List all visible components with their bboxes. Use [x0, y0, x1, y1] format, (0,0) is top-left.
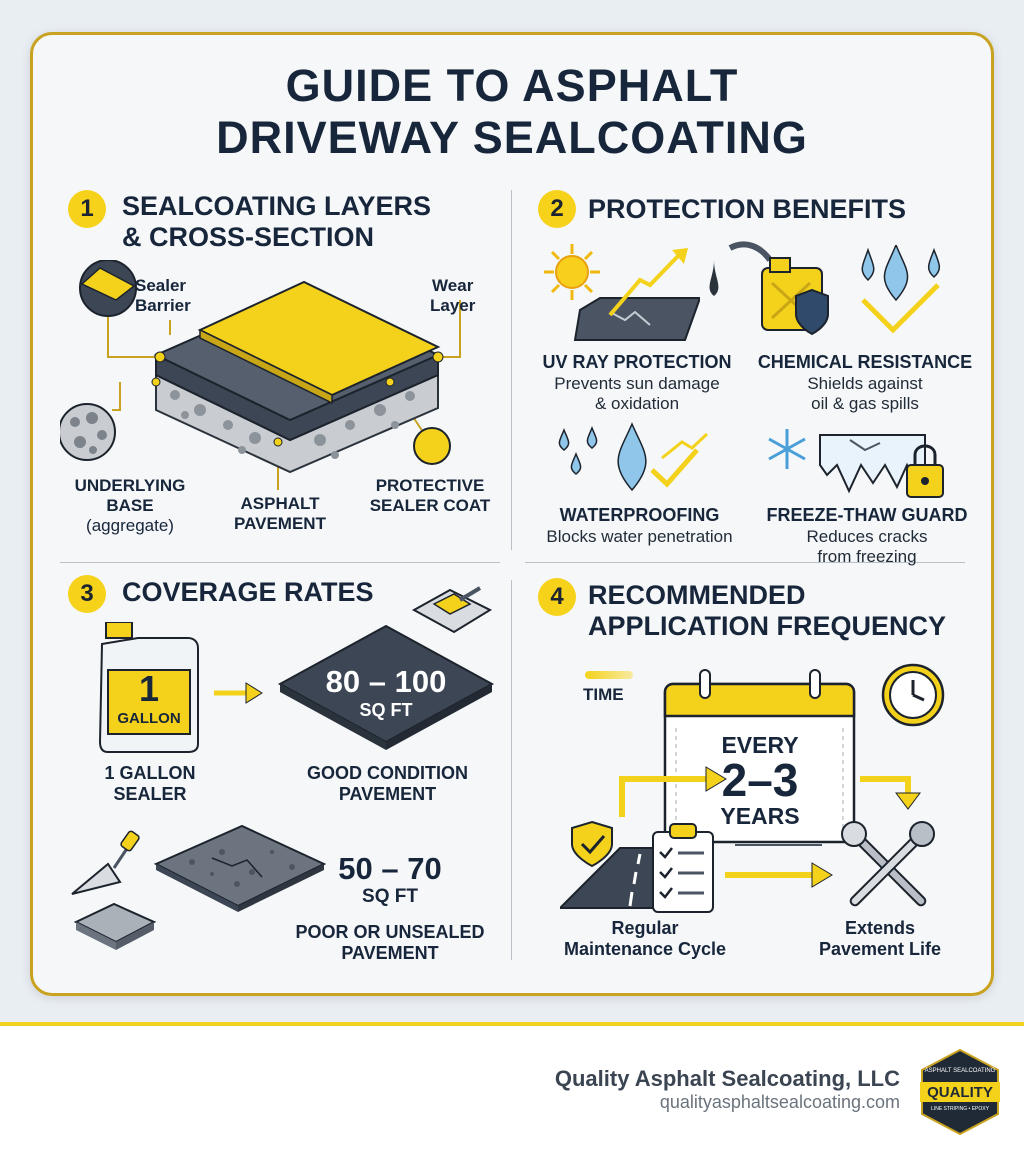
- jug-label: 1 GALLON SEALER: [104, 763, 196, 804]
- page-title: GUIDE TO ASPHALT DRIVEWAY SEALCOATING: [216, 60, 808, 163]
- vertical-divider-bottom: [511, 580, 512, 960]
- section-1-heading: SEALCOATING LAYERS & CROSS-SECTION: [122, 191, 432, 252]
- benefit-waterproofing-title: WATERPROOFING: [559, 505, 720, 525]
- time-bar: [585, 671, 633, 679]
- label-protective-sealer-coat: PROTECTIVE SEALER COAT: [369, 476, 491, 515]
- section-1-number: 1: [68, 190, 106, 228]
- poor-coverage-unit: SQ FT: [362, 886, 418, 907]
- cross-section-diagram: [60, 260, 461, 490]
- time-label: TIME: [583, 685, 624, 704]
- good-coverage-value: 80 – 100: [325, 664, 447, 699]
- good-condition-label: GOOD CONDITION PAVEMENT: [307, 763, 468, 804]
- section-2-number: 2: [538, 190, 576, 228]
- gas-can-icon: [709, 241, 829, 336]
- tools-icon: [841, 821, 935, 907]
- sun-icon: [544, 244, 700, 341]
- section-3-number: 3: [68, 575, 106, 613]
- company-name: Quality Asphalt Sealcoating, LLC: [554, 1066, 900, 1091]
- years-label: YEARS: [720, 803, 800, 829]
- arrow-right-icon: [214, 682, 263, 704]
- jug-unit: GALLON: [117, 710, 181, 727]
- benefit-uv-desc: Prevents sun damage & oxidation: [554, 374, 720, 413]
- label-sealer-barrier: Sealer Barrier: [135, 276, 191, 315]
- horizontal-divider-left: [60, 562, 500, 563]
- footer: [0, 1022, 1024, 1158]
- benefit-freeze-title: FREEZE-THAW GUARD: [766, 505, 968, 525]
- water-drops-icon: [861, 245, 941, 334]
- every-label: EVERY: [721, 732, 799, 758]
- company-website[interactable]: qualityasphaltsealcoating.com: [659, 1092, 900, 1112]
- extends-life-label: Extends Pavement Life: [818, 918, 942, 959]
- poor-condition-label: POOR OR UNSEALED PAVEMENT: [295, 922, 485, 963]
- calendar-icon: [663, 669, 856, 844]
- benefit-waterproofing-desc: Blocks water penetration: [546, 527, 733, 546]
- benefit-freeze-desc: Reduces cracks from freezing: [806, 527, 928, 566]
- benefit-chemical-title: CHEMICAL RESISTANCE: [757, 352, 973, 372]
- section-2-heading: PROTECTION BENEFITS: [588, 194, 907, 224]
- good-pavement-slab: [277, 624, 495, 750]
- cycle-arrows: [619, 766, 921, 888]
- jug-number: 1: [138, 668, 160, 709]
- water-drop-icon: [558, 422, 709, 492]
- cycle-label: Regular Maintenance Cycle: [563, 918, 727, 959]
- sealer-jug-icon: [98, 622, 199, 753]
- frequency-range: 2–3: [721, 754, 799, 806]
- horizontal-divider-right: [525, 562, 965, 563]
- shield-road-icon: [560, 820, 670, 909]
- good-coverage-unit: SQ FT: [359, 700, 413, 720]
- label-wear-layer: Wear Layer: [430, 276, 476, 315]
- vertical-divider-top: [511, 190, 512, 550]
- section-4-number: 4: [538, 578, 576, 616]
- section-4-heading: RECOMMENDED APPLICATION FREQUENCY: [588, 580, 947, 641]
- snowflake-icon: [768, 429, 944, 498]
- poor-coverage-value: 50 – 70: [338, 851, 442, 886]
- section-3-heading: COVERAGE RATES: [122, 577, 374, 607]
- hand-trowel-icon: [71, 830, 140, 895]
- sealed-tile-icon: [73, 902, 157, 950]
- company-logo: ASPHALT SEALCOATING QUALITY LINE STRIPIN…: [916, 1048, 1004, 1136]
- benefit-chemical-desc: Shields against oil & gas spills: [807, 374, 923, 413]
- checklist-icon: [652, 823, 714, 913]
- label-underlying-base: UNDERLYING BASE (aggregate): [74, 476, 186, 535]
- label-asphalt-pavement: ASPHALT PAVEMENT: [234, 494, 326, 533]
- poor-pavement-slab: [153, 824, 327, 912]
- benefit-uv-title: UV RAY PROTECTION: [542, 352, 732, 372]
- trowel-icon: [411, 586, 493, 634]
- clock-icon: [881, 663, 945, 727]
